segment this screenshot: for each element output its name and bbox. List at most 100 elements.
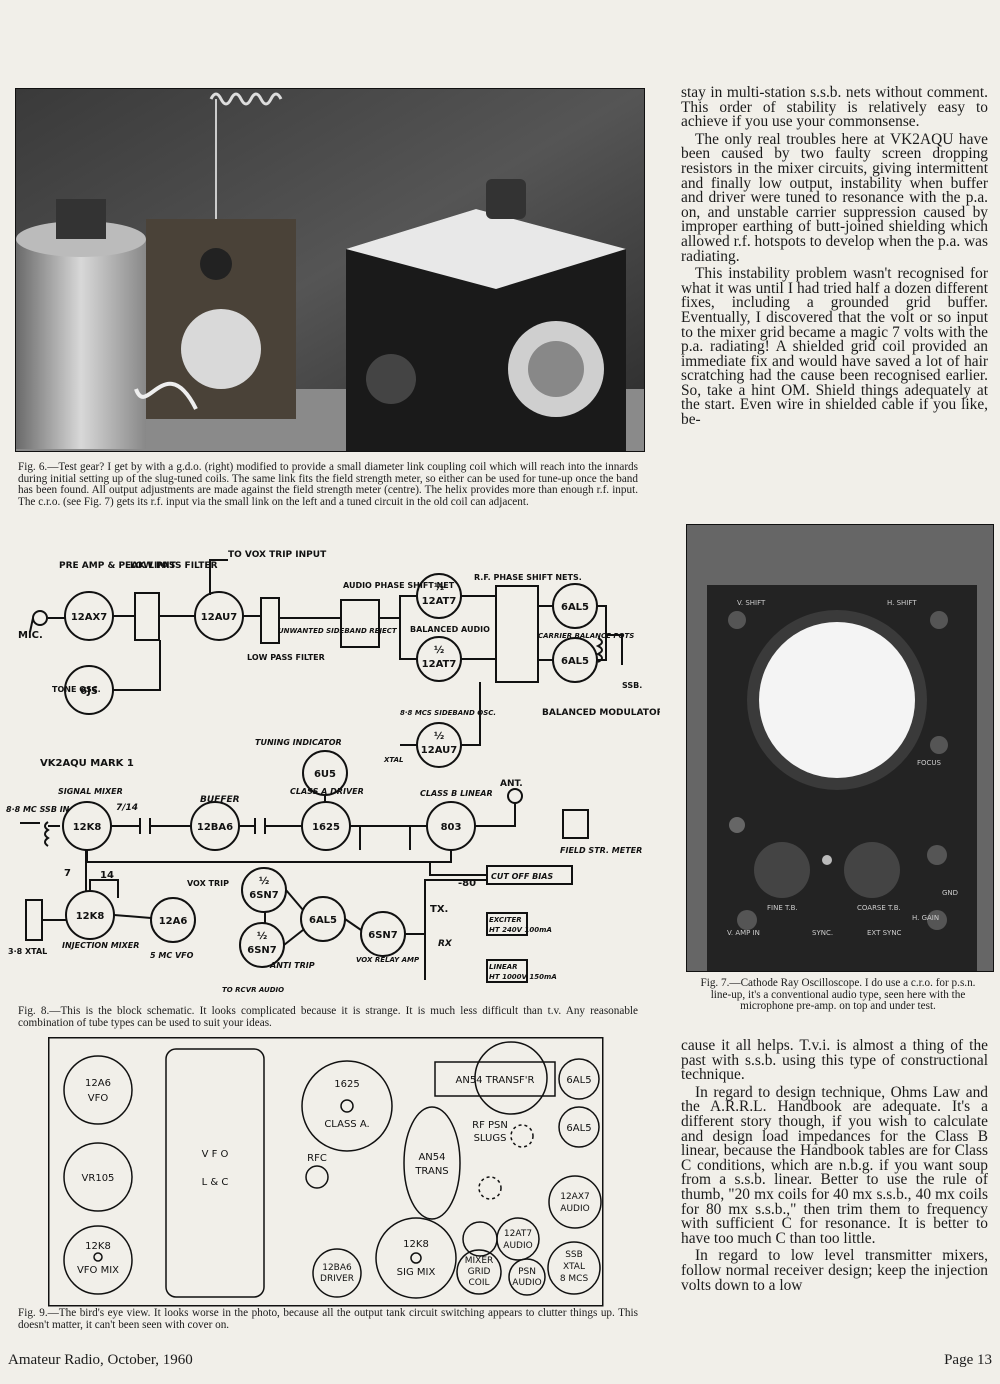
- layout-label: DRIVER: [320, 1274, 354, 1284]
- tube-label: 6AL5: [561, 656, 589, 667]
- test-gear-photo: [16, 89, 644, 451]
- layout-label: 12K8: [85, 1241, 111, 1252]
- label-lowpass: LOW PASS FILTER: [130, 561, 218, 571]
- tube-label: 12K8: [73, 822, 102, 833]
- panel-label: V. AMP IN: [727, 929, 760, 937]
- panel-label: EXT SYNC: [867, 929, 902, 937]
- block-schematic: PRE AMP & PEAK LIMIT LOW PASS FILTER TO …: [6, 550, 670, 994]
- article-column-bottom: cause it all helps. T.v.i. is almost a t…: [681, 1037, 988, 1296]
- layout-label: VR105: [82, 1173, 115, 1184]
- label-tovox: TO VOX TRIP INPUT: [228, 550, 327, 560]
- panel-label: COARSE T.B.: [857, 904, 901, 912]
- label-signal-mixer: SIGNAL MIXER: [58, 787, 123, 796]
- tube-label: 6SN7: [368, 930, 398, 941]
- paragraph: In regard to design technique, Ohms Law …: [681, 1083, 988, 1247]
- layout-label: V F O: [202, 1149, 229, 1160]
- label-rx: RX: [438, 939, 453, 949]
- layout-label: 12AT7: [504, 1229, 532, 1239]
- layout-label: L & C: [202, 1177, 229, 1188]
- paragraph: stay in multi-station s.s.b. nets withou…: [681, 84, 988, 131]
- layout-label: 12AX7: [560, 1192, 590, 1202]
- label-n7: 7: [64, 868, 71, 879]
- tube-label: 803: [441, 822, 462, 833]
- footer-publication: Amateur Radio, October, 1960: [8, 1352, 193, 1368]
- tube-label: 12AT7: [422, 659, 457, 670]
- paragraph: This instability problem wasn't recognis…: [681, 265, 988, 429]
- label-buffer: BUFFER: [200, 795, 240, 805]
- layout-label: 12BA6: [322, 1263, 352, 1273]
- chassis-layout-diagram: 12A6 VFO VR105 12K8 VFO MIX V F O L & C …: [48, 1037, 604, 1307]
- fig6-photo: [15, 88, 645, 452]
- label-preamp: PRE AMP & PEAK LIMIT: [59, 561, 177, 571]
- label-audio-phase: AUDIO PHASE SHIFT NET: [343, 581, 455, 590]
- label-xtal38: 3·8 XTAL: [8, 947, 47, 956]
- article-column-top: stay in multi-station s.s.b. nets withou…: [681, 84, 988, 431]
- paragraph: cause it all helps. T.v.i. is almost a t…: [681, 1037, 988, 1084]
- layout-label: VFO: [88, 1093, 109, 1104]
- layout-label: COIL: [468, 1278, 489, 1288]
- label-classb: CLASS B LINEAR: [420, 789, 493, 798]
- label-exciter-ht: HT 240V 100mA: [489, 926, 552, 934]
- tube-label: 6J5: [80, 686, 98, 697]
- label-fsm: FIELD STR. METER: [560, 846, 642, 855]
- oscilloscope-photo: V. SHIFT H. SHIFT FOCUS FINE T.B. COARSE…: [687, 525, 993, 971]
- label-antitrip: ANTI TRIP: [269, 961, 315, 970]
- half-label: ½: [259, 876, 269, 887]
- label-mic: MIC.: [18, 630, 43, 641]
- layout-label: 8 MCS: [560, 1274, 589, 1284]
- layout-label: VFO MIX: [77, 1265, 119, 1276]
- label-classa: CLASS A DRIVER: [290, 787, 364, 796]
- half-label: ½: [257, 931, 267, 942]
- panel-label: V. SHIFT: [737, 599, 766, 607]
- tube-label: 1625: [312, 822, 340, 833]
- fig8-schematic: PRE AMP & PEAK LIMIT LOW PASS FILTER TO …: [0, 540, 670, 1010]
- fig7-caption: Fig. 7.—Cathode Ray Oscilloscope. I do u…: [700, 977, 976, 1013]
- tube-label: 12AU7: [421, 745, 457, 756]
- label-balaudio: BALANCED AUDIO: [410, 625, 490, 634]
- label-vox-relay: VOX RELAY AMP: [356, 956, 420, 964]
- tube-label: 12A6: [159, 916, 188, 927]
- layout-label: XTAL: [563, 1262, 585, 1272]
- label-linear: LINEAR: [489, 963, 518, 971]
- half-label: ½: [434, 731, 444, 742]
- label-xtal: XTAL: [383, 756, 404, 764]
- label-lowpass2: LOW PASS FILTER: [247, 653, 325, 662]
- panel-label: H. SHIFT: [887, 599, 917, 607]
- tube-label: 6SN7: [247, 945, 277, 956]
- label-ratio: 7/14: [116, 803, 138, 813]
- label-torcvr: TO RCVR AUDIO: [222, 986, 284, 994]
- panel-label: GND: [942, 889, 958, 897]
- label-vk2aqu: VK2AQU MARK 1: [40, 758, 134, 769]
- label-unwanted: UNWANTED SIDEBAND REJECT: [278, 627, 398, 635]
- fig9-layout: 12A6 VFO VR105 12K8 VFO MIX V F O L & C …: [48, 1037, 604, 1307]
- layout-label: 12A6: [85, 1078, 111, 1089]
- label-voxtrip: VOX TRIP: [187, 879, 229, 888]
- tube-label: 6AL5: [309, 915, 337, 926]
- panel-label: H. GAIN: [912, 914, 939, 922]
- label-balmod: BALANCED MODULATORS: [542, 708, 660, 718]
- label-carrier: CARRIER BALANCE POTS: [538, 632, 634, 640]
- label-ant: ANT.: [500, 779, 523, 789]
- label-sideband-osc: 8·8 MCS SIDEBAND OSC.: [400, 709, 496, 717]
- layout-label: SLUGS: [474, 1133, 507, 1144]
- half-label: ½: [434, 582, 444, 593]
- tube-label: 12AX7: [71, 612, 107, 623]
- label-n14: 14: [100, 870, 114, 881]
- tube-label: 6AL5: [561, 602, 589, 613]
- layout-label: GRID: [468, 1267, 491, 1277]
- footer-page-number: Page 13: [944, 1352, 992, 1368]
- label-exciter: EXCITER: [489, 916, 522, 924]
- layout-label: SSB: [565, 1250, 583, 1260]
- tube-label: 6U5: [314, 769, 336, 780]
- layout-label: AN54 TRANSF'R: [456, 1075, 535, 1086]
- layout-label: 12K8: [403, 1239, 429, 1250]
- fig8-caption: Fig. 8.—This is the block schematic. It …: [18, 1005, 638, 1029]
- fig9-caption: Fig. 9.—The bird's eye view. It looks wo…: [18, 1307, 638, 1331]
- layout-label: SIG MIX: [397, 1267, 436, 1278]
- layout-label: RF PSN: [472, 1120, 508, 1131]
- label-rf-phase: R.F. PHASE SHIFT NETS.: [474, 573, 582, 582]
- layout-label: AUDIO: [503, 1241, 532, 1251]
- label-tuning: TUNING INDICATOR: [255, 738, 342, 747]
- label-cutoff: CUT OFF BIAS: [491, 872, 553, 881]
- panel-label: FINE T.B.: [767, 904, 798, 912]
